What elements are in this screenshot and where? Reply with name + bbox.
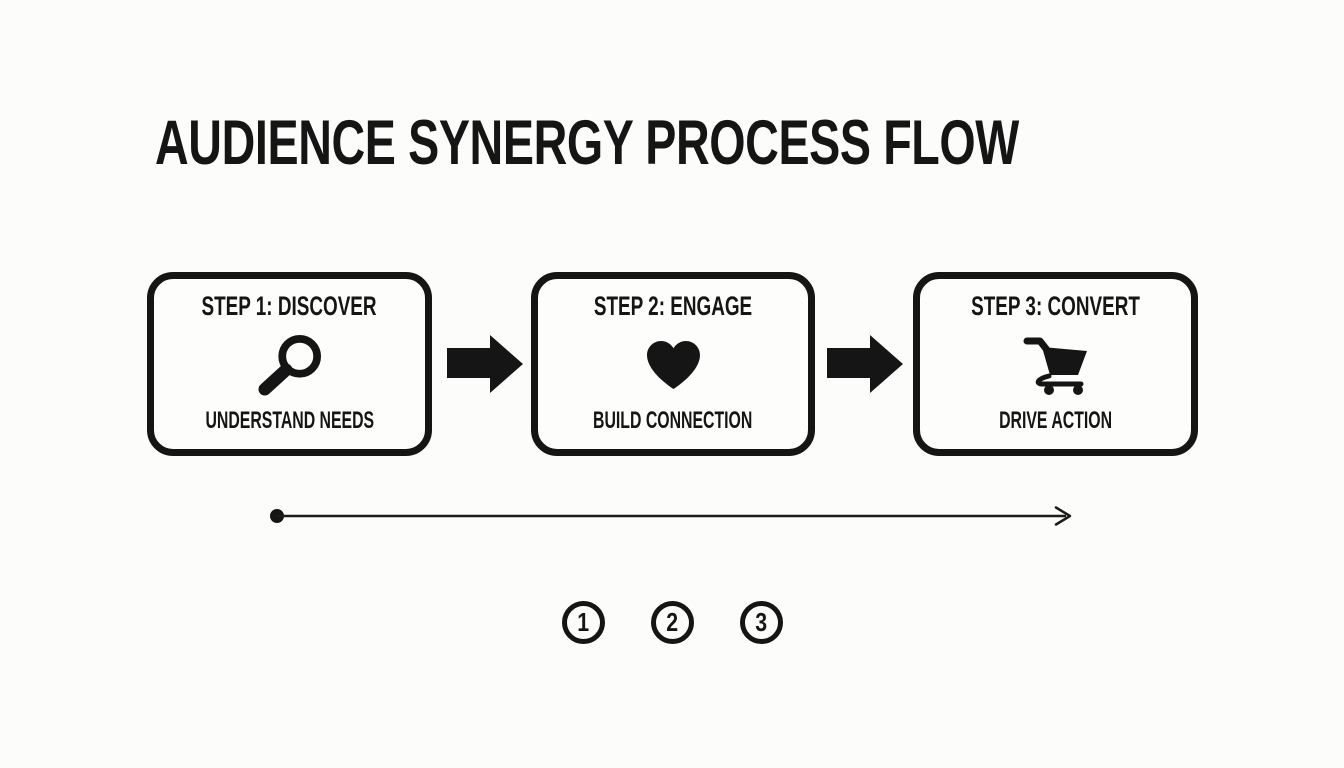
- right-arrow-icon: [447, 335, 523, 393]
- step-markers: 1 2 3: [562, 601, 783, 644]
- step-title: STEP 2: ENGAGE: [593, 291, 753, 321]
- magnifier-icon: [256, 332, 324, 398]
- right-arrow-icon: [827, 335, 903, 393]
- step-marker-2: 2: [651, 601, 694, 644]
- step-title: STEP 1: DISCOVER: [201, 291, 378, 321]
- step-title: STEP 3: CONVERT: [971, 291, 1140, 321]
- step-label: DRIVE ACTION: [999, 406, 1112, 434]
- page-title-text: AUDIENCE SYNERGY PROCESS FLOW: [155, 108, 1019, 178]
- timeline-end-chevron: [1054, 506, 1072, 526]
- step-label: UNDERSTAND NEEDS: [205, 406, 374, 434]
- heart-icon: [646, 332, 700, 398]
- step-box-engage: STEP 2: ENGAGE BUILD CONNECTION: [531, 272, 815, 456]
- page-title: AUDIENCE SYNERGY PROCESS FLOW: [155, 112, 1323, 175]
- step-box-convert: STEP 3: CONVERT DRIVE ACTION: [913, 272, 1198, 456]
- step-box-discover: STEP 1: DISCOVER UNDERSTAND NEEDS: [147, 272, 432, 456]
- cart-icon: [1023, 332, 1089, 398]
- step-marker-3: 3: [740, 601, 783, 644]
- step-label: BUILD CONNECTION: [593, 406, 753, 434]
- step-marker-1: 1: [562, 601, 605, 644]
- timeline-arrow: [270, 506, 1072, 526]
